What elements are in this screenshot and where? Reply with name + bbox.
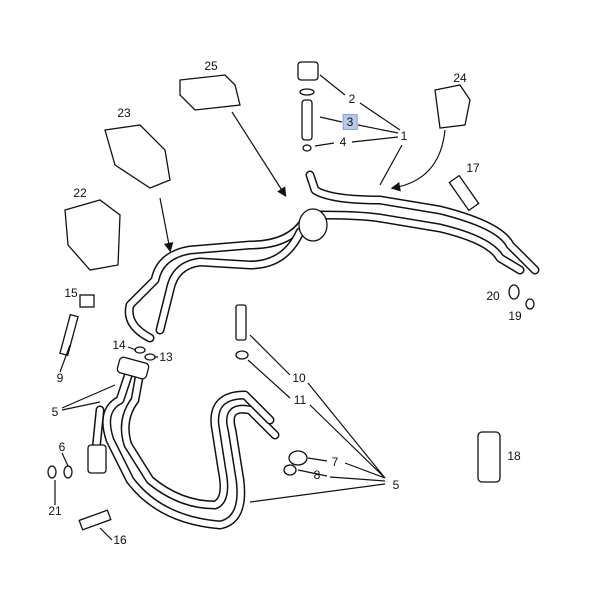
callout-18: 18	[507, 449, 521, 463]
callout-10: 10	[292, 371, 306, 385]
callout-20: 20	[486, 289, 500, 303]
muffler	[298, 208, 328, 242]
callout-3-highlighted[interactable]: 3	[342, 114, 358, 130]
upper-hose	[124, 170, 540, 343]
callout-19: 19	[508, 309, 522, 323]
callout-22: 22	[73, 186, 87, 200]
bracket-25	[179, 74, 241, 111]
callout-24: 24	[453, 71, 467, 85]
valve-core-3	[301, 99, 313, 141]
lower-hose	[90, 365, 280, 530]
callout-2: 2	[348, 92, 356, 106]
valve-cap	[297, 61, 319, 81]
nut-15	[79, 294, 95, 308]
seal-ring	[299, 88, 315, 96]
callout-14: 14	[112, 338, 126, 352]
callout-16: 16	[113, 533, 127, 547]
callout-8: 8	[313, 468, 321, 482]
callout-9: 9	[56, 371, 64, 385]
pressure-switch-18	[477, 431, 501, 483]
callout-23: 23	[117, 106, 131, 120]
callout-11: 11	[293, 393, 307, 407]
leader-lines	[54, 74, 446, 541]
callout-25: 25	[204, 59, 218, 73]
callout-4: 4	[339, 135, 347, 149]
callout-15: 15	[64, 286, 78, 300]
bolt-16	[78, 509, 112, 531]
callout-21: 21	[48, 504, 62, 518]
bolt-17	[448, 174, 480, 212]
callout-17: 17	[466, 161, 480, 175]
callout-5-lower: 5	[392, 478, 400, 492]
parts	[47, 61, 535, 531]
valve-10	[235, 304, 247, 341]
callout-5: 5	[51, 405, 59, 419]
clip-24	[434, 84, 471, 129]
callout-6: 6	[58, 440, 66, 454]
callout-1: 1	[400, 129, 408, 143]
screw-9	[59, 313, 79, 357]
switch-block	[87, 444, 107, 474]
callout-7: 7	[331, 455, 339, 469]
callout-13: 13	[159, 350, 173, 364]
bracket-23	[104, 124, 171, 189]
bracket-22	[64, 199, 121, 271]
o-ring-4	[302, 144, 312, 152]
